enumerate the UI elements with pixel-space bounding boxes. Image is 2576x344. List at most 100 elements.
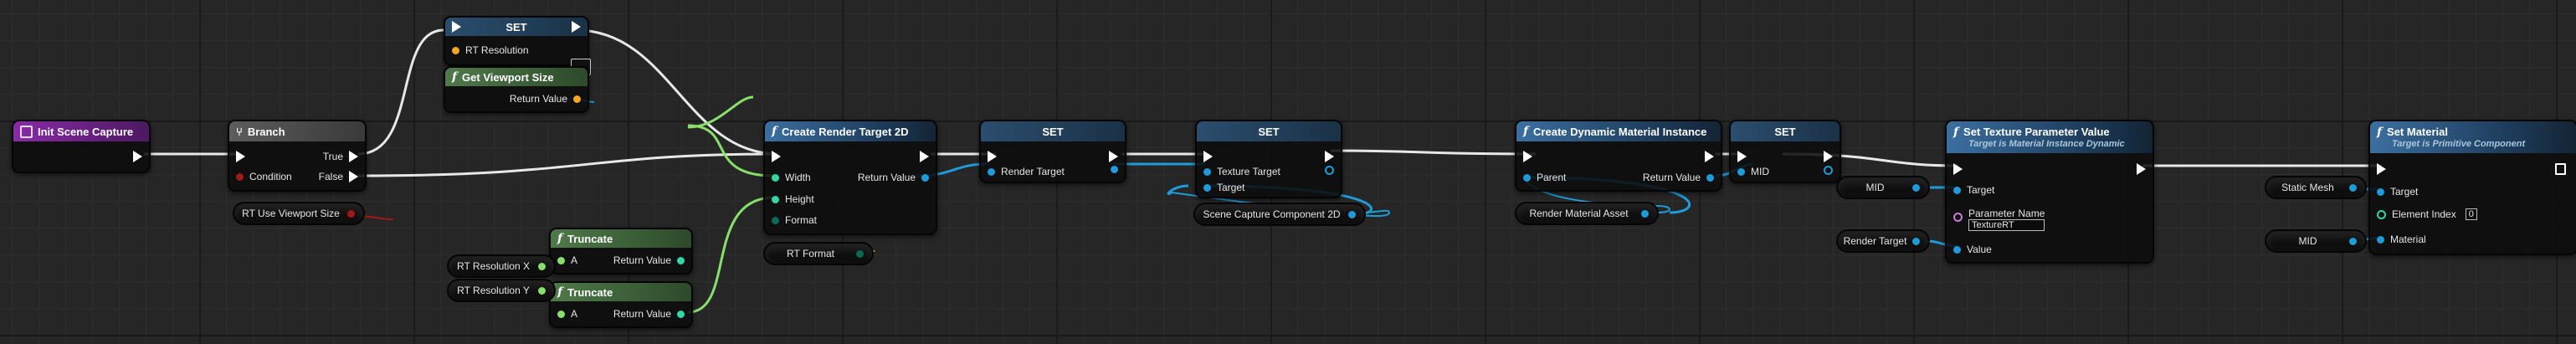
format-pin[interactable]: Format bbox=[772, 214, 823, 226]
exec-in-pin[interactable] bbox=[452, 21, 461, 33]
function-icon: f bbox=[452, 70, 458, 84]
create-dynamic-material-instance-node[interactable]: f Create Dynamic Material Instance Paren… bbox=[1515, 120, 1722, 192]
set-texture-parameter-value-node[interactable]: f Set Texture Parameter Value Target is … bbox=[1945, 120, 2154, 264]
scene-capture-component-var[interactable]: Scene Capture Component 2D bbox=[1193, 203, 1366, 226]
rt-resolution-pin[interactable]: RT Resolution bbox=[452, 44, 535, 56]
function-icon: f bbox=[1953, 126, 1959, 139]
exec-out-pin[interactable] bbox=[1109, 151, 1118, 162]
a-pin[interactable]: A bbox=[557, 254, 583, 266]
material-pin[interactable]: Material bbox=[2377, 234, 2432, 245]
texture-target-pin[interactable]: Texture Target bbox=[1203, 166, 1286, 177]
rt-resolution-x-var[interactable]: RT Resolution X bbox=[447, 254, 556, 278]
height-pin[interactable]: Height bbox=[772, 193, 820, 205]
set-texture-target-node[interactable]: SET Texture Target Target bbox=[1195, 120, 1342, 198]
rt-use-viewport-size-var[interactable]: RT Use Viewport Size bbox=[233, 202, 365, 225]
target-pin[interactable]: Target bbox=[2377, 186, 2424, 198]
branch-true-pin[interactable]: True bbox=[317, 151, 358, 162]
set-mid-node[interactable]: SET MID bbox=[1729, 120, 1841, 183]
value-pin[interactable]: Value bbox=[1953, 244, 1998, 255]
object-pin[interactable] bbox=[1348, 210, 1356, 218]
truncate-node-1[interactable]: f Truncate A Return Value bbox=[549, 228, 693, 275]
rt-format-var[interactable]: RT Format bbox=[763, 242, 874, 265]
return-value-pin[interactable]: Return Value bbox=[852, 172, 929, 183]
return-value-pin[interactable]: Return Value bbox=[608, 308, 685, 320]
branch-condition-pin[interactable]: Condition bbox=[236, 171, 298, 182]
get-viewport-size-node[interactable]: f Get Viewport Size Return Value bbox=[444, 66, 589, 113]
return-value-pin[interactable]: Return Value bbox=[608, 254, 685, 266]
exec-out-pin[interactable] bbox=[572, 21, 581, 33]
node-title: Create Render Target 2D bbox=[782, 125, 909, 138]
exec-in-pin[interactable] bbox=[1203, 151, 1213, 162]
return-value-pin[interactable]: Return Value bbox=[1637, 172, 1714, 183]
parameter-name-pin[interactable]: Parameter Name TextureRT bbox=[1953, 208, 2045, 231]
rt-resolution-y-var[interactable]: RT Resolution Y bbox=[447, 279, 556, 302]
node-header: f Get Viewport Size bbox=[445, 68, 588, 86]
exec-in-pin[interactable] bbox=[1523, 151, 1532, 162]
object-pin[interactable] bbox=[1912, 237, 1920, 245]
exec-in-pin[interactable] bbox=[988, 151, 997, 162]
node-header: f Create Dynamic Material Instance bbox=[1516, 121, 1721, 141]
exec-in-pin[interactable] bbox=[236, 151, 245, 162]
exec-in-pin[interactable] bbox=[1737, 151, 1747, 162]
data-wire bbox=[687, 124, 775, 177]
parent-pin[interactable]: Parent bbox=[1523, 172, 1572, 183]
truncate-node-2[interactable]: f Truncate A Return Value bbox=[549, 281, 693, 328]
enum-pin[interactable] bbox=[856, 249, 864, 258]
branch-false-pin[interactable]: False bbox=[313, 171, 358, 182]
node-header: f Set Material Target is Primitive Compo… bbox=[2370, 121, 2576, 153]
a-pin[interactable]: A bbox=[557, 308, 583, 320]
init-scene-capture-node[interactable]: Init Scene Capture bbox=[12, 120, 151, 173]
bool-pin[interactable] bbox=[347, 209, 355, 218]
exec-out-pin[interactable] bbox=[2137, 163, 2146, 175]
mid-out-pin[interactable] bbox=[1824, 166, 1833, 175]
mid-pin[interactable]: MID bbox=[1737, 166, 1775, 177]
exec-out-pin[interactable] bbox=[920, 151, 929, 162]
data-wire bbox=[687, 95, 754, 129]
exec-out-pin[interactable] bbox=[133, 151, 142, 162]
node-header: ⑂ Branch bbox=[229, 121, 365, 141]
function-icon: f bbox=[1523, 125, 1529, 138]
node-title: Init Scene Capture bbox=[38, 125, 134, 138]
parameter-name-field[interactable]: TextureRT bbox=[1968, 219, 2045, 231]
node-title: Truncate bbox=[567, 232, 613, 245]
set-render-target-node[interactable]: SET Render Target bbox=[979, 120, 1126, 183]
element-index-field[interactable]: 0 bbox=[2465, 208, 2477, 220]
node-header: f Truncate bbox=[551, 283, 691, 301]
exec-out-pin[interactable] bbox=[1705, 151, 1714, 162]
render-target-pin[interactable]: Render Target bbox=[988, 166, 1070, 177]
mid-var-1[interactable]: MID bbox=[1836, 176, 1930, 199]
function-icon: f bbox=[557, 232, 563, 245]
exec-out-pin[interactable] bbox=[1325, 151, 1334, 162]
render-target-var[interactable]: Render Target bbox=[1836, 229, 1930, 253]
data-wire bbox=[1167, 184, 1189, 195]
render-target-out-pin[interactable] bbox=[1111, 166, 1118, 173]
node-title: Truncate bbox=[567, 285, 613, 299]
object-pin[interactable] bbox=[1912, 183, 1920, 192]
node-header: f Truncate bbox=[551, 229, 691, 248]
object-pin[interactable] bbox=[2349, 237, 2357, 245]
exec-wire bbox=[357, 152, 779, 177]
target-pin[interactable]: Target bbox=[1203, 182, 1250, 193]
target-pin[interactable]: Target bbox=[1953, 184, 2000, 196]
set-material-node[interactable]: f Set Material Target is Primitive Compo… bbox=[2368, 120, 2576, 255]
exec-out-pin[interactable] bbox=[2555, 163, 2566, 175]
float-pin[interactable] bbox=[538, 262, 546, 270]
static-mesh-var[interactable]: Static Mesh bbox=[2265, 176, 2367, 199]
exec-in-pin[interactable] bbox=[1953, 163, 1963, 175]
node-header: SET bbox=[1197, 121, 1341, 141]
render-material-asset-var[interactable]: Render Material Asset bbox=[1515, 202, 1659, 225]
texture-target-out-pin[interactable] bbox=[1325, 166, 1334, 175]
exec-in-pin[interactable] bbox=[2377, 163, 2386, 175]
mid-var-2[interactable]: MID bbox=[2265, 229, 2367, 253]
set-rt-resolution-node[interactable]: SET RT Resolution bbox=[444, 16, 591, 75]
branch-node[interactable]: ⑂ Branch True Condition False bbox=[228, 120, 367, 192]
float-pin[interactable] bbox=[538, 286, 546, 295]
exec-out-pin[interactable] bbox=[1824, 151, 1833, 162]
object-pin[interactable] bbox=[1641, 209, 1649, 218]
exec-in-pin[interactable] bbox=[772, 151, 781, 162]
return-value-pin[interactable]: Return Value bbox=[504, 93, 581, 105]
create-render-target-2d-node[interactable]: f Create Render Target 2D Width Return V… bbox=[763, 120, 937, 235]
width-pin[interactable]: Width bbox=[772, 172, 817, 183]
object-pin[interactable] bbox=[2349, 183, 2357, 192]
